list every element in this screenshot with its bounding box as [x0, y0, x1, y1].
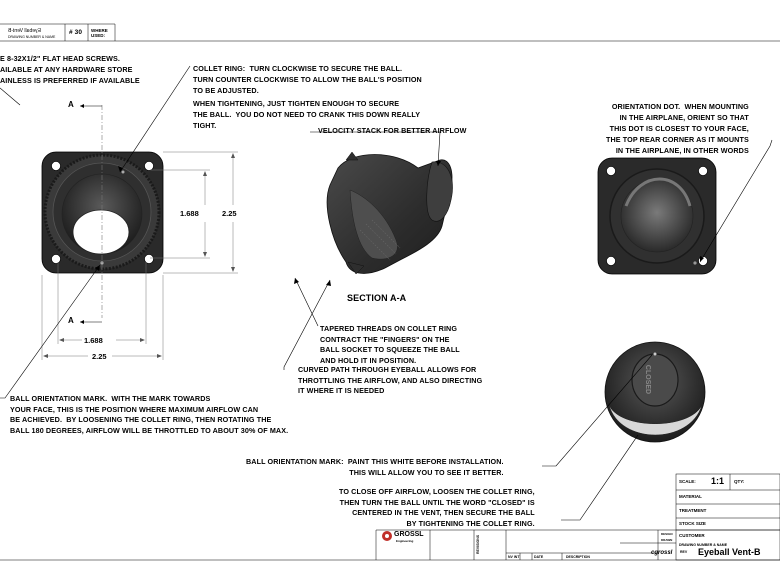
company-name: GROSSL: [394, 531, 424, 538]
rev-label: REV: [680, 550, 688, 554]
title-block-frame: [375, 473, 780, 561]
front-view-left: [41, 151, 164, 274]
vertical-dimensions: [150, 151, 238, 274]
treatment-label: TREATMENT: [679, 508, 707, 513]
section-view: [326, 151, 453, 275]
note-close-off: TO CLOSE OFF AIRFLOW, LOOSEN THE COLLET …: [339, 487, 535, 528]
ball-view: [604, 341, 706, 443]
note-velocity-stack: VELOCITY STACK FOR BETTER AIRFLOW: [318, 126, 467, 135]
drawn-label: DRAWN: [661, 538, 673, 542]
customer-label: CUSTOMER: [679, 533, 705, 538]
drawing-name-label: DRAWING NUMBER & NAME: [679, 543, 728, 547]
note-orientation-dot: ORIENTATION DOT. WHEN MOUNTING IN THE AI…: [606, 102, 749, 155]
revisions-label: REVISIONS: [476, 534, 480, 554]
qty-label: QTY:: [734, 479, 745, 484]
note-tightening: WHEN TIGHTENING, JUST TIGHTEN ENOUGH TO …: [193, 99, 421, 130]
date-label: DATE: [534, 555, 544, 559]
designer-name: cgrossl: [651, 550, 673, 556]
section-label-bottom: A: [68, 316, 74, 325]
note-ball-mark-left: BALL ORIENTATION MARK. WITH THE MARK TOW…: [10, 394, 289, 435]
note-ball-mark-paint: BALL ORIENTATION MARK: PAINT THIS WHITE …: [246, 457, 504, 477]
dim-inner-width: 1.688: [84, 336, 103, 345]
leader-lines: [0, 65, 773, 521]
dim-outer-height: 2.25: [222, 209, 237, 218]
note-curved-path: CURVED PATH THROUGH EYEBALL ALLOWS FOR T…: [298, 365, 483, 395]
dim-inner-height: 1.688: [180, 209, 199, 218]
material-label: MATERIAL: [679, 494, 702, 499]
description-label: DESCRIPTION: [566, 555, 590, 559]
note-collet-ring: COLLET RING: TURN CLOCKWISE TO SECURE TH…: [193, 64, 422, 95]
horizontal-dimensions: [41, 262, 164, 360]
ball-word-closed: CLOSED: [644, 364, 652, 395]
design-label: DESIGN: [661, 532, 673, 536]
scale-label: SCALE:: [679, 479, 696, 484]
section-label-top: A: [68, 100, 74, 109]
nv-int-label: NV INT: [508, 555, 520, 559]
part-number: # 30: [69, 29, 83, 36]
note-tapered-threads: TAPERED THREADS ON COLLET RING CONTRACT …: [320, 324, 460, 365]
stock-size-label: STOCK SIZE: [679, 521, 706, 526]
company-sub: Engineering: [396, 539, 414, 543]
company-logo: [382, 531, 392, 541]
where-used-label: WHERE USED:: [91, 28, 108, 38]
section-title: SECTION A-A: [347, 293, 407, 303]
dim-outer-width: 2.25: [92, 352, 107, 361]
drawing-name: Eyeball Vent-B: [698, 547, 761, 557]
drawing-number-label: DRAWING NUMBER & NAME: [8, 35, 56, 39]
mirrored-title: Eyeball Vent-B: [8, 28, 41, 34]
note-screws: E 8-32X1/2" FLAT HEAD SCREWS. AILABLE AT…: [0, 54, 140, 85]
scale-value: 1:1: [711, 476, 725, 486]
front-view-right: [597, 157, 717, 275]
